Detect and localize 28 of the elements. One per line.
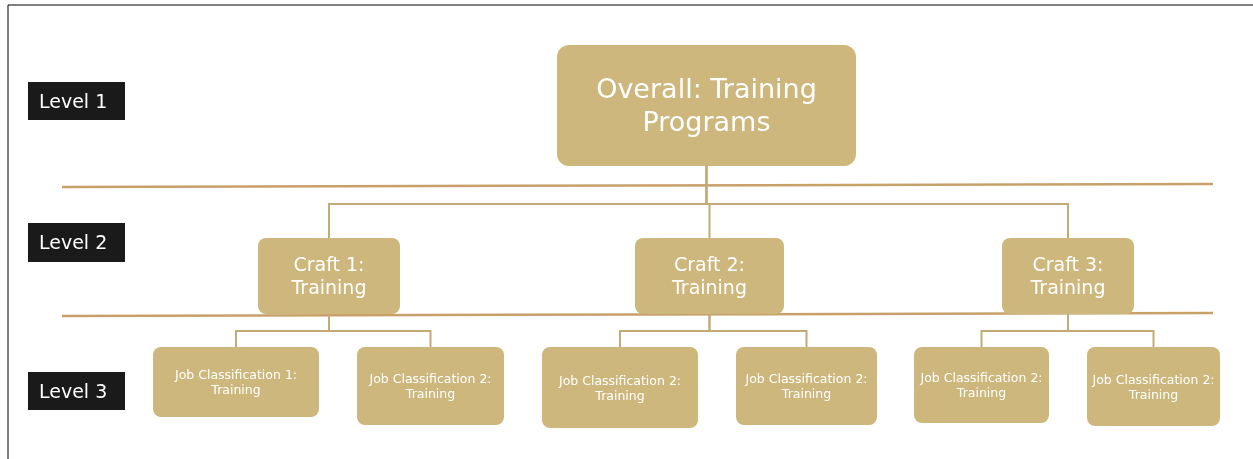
job-box — [542, 347, 698, 428]
box-label: Craft 1: Training — [290, 253, 368, 299]
box-label: Job Classification 1: Training — [173, 367, 299, 397]
box-label: Job Classification 2: Training — [1091, 371, 1216, 402]
level-label: Level 1 — [39, 89, 108, 113]
level-label-box — [28, 372, 125, 410]
connector-line — [705, 165, 1069, 239]
job-box — [1087, 347, 1220, 426]
job-box — [736, 347, 877, 425]
level-label-box — [28, 82, 125, 120]
job-box — [153, 347, 319, 417]
box-label: Craft 3: Training — [1029, 253, 1107, 299]
box-label: Craft 2: Training — [671, 253, 748, 299]
box-label: Job Classification 2: Training — [744, 371, 869, 401]
box-label: Overall: Training Programs — [595, 73, 818, 138]
craft-box — [1002, 238, 1134, 314]
craft-box — [258, 238, 400, 314]
box-label: Job Classification 2: Training — [919, 370, 1044, 400]
craft-box — [635, 238, 784, 314]
box-label: Job Classification 2: Training — [557, 372, 683, 403]
level-label: Level 2 — [39, 231, 108, 254]
box-label: Job Classification 2: Training — [368, 371, 493, 401]
job-box — [357, 347, 504, 425]
program-box — [557, 45, 856, 166]
connector-line — [708, 313, 808, 348]
job-box — [914, 347, 1049, 423]
level-label-box — [28, 223, 125, 262]
level-label: Level 3 — [39, 379, 108, 403]
